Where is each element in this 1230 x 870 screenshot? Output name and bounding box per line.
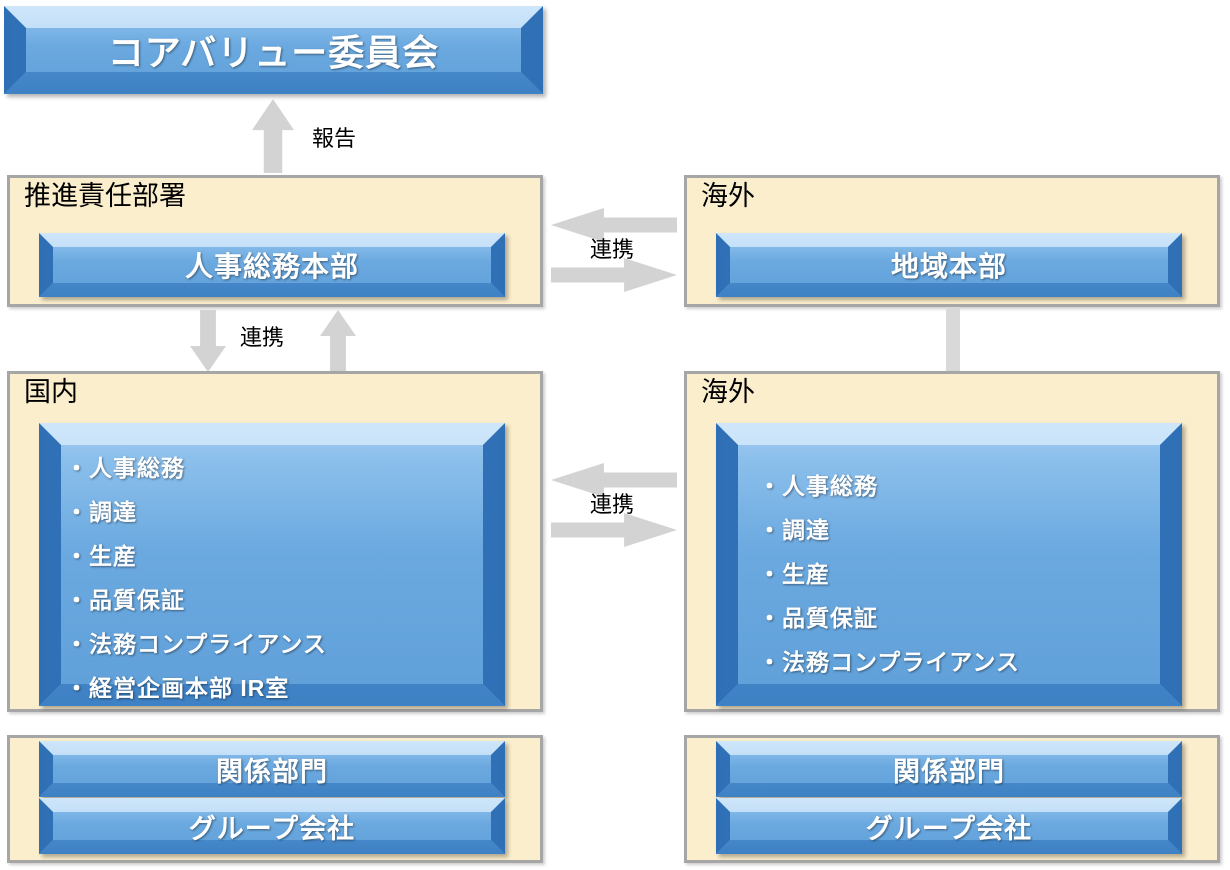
link-arrow-domestic-down (190, 310, 226, 372)
overseas-departments-box[interactable]: ・人事総務 ・調達 ・生産 ・品質保証 ・法務コンプライアンス (716, 423, 1182, 706)
domestic-departments-box[interactable]: ・人事総務 ・調達 ・生産 ・品質保証 ・法務コンプライアンス ・経営企画本部 … (39, 423, 505, 706)
list-item: ・人事総務 (758, 473, 878, 499)
list-item: ・調達 (758, 517, 830, 543)
regional-hq-label: 地域本部 (890, 251, 1007, 282)
link-arrow-hq-right (551, 258, 677, 292)
overseas-related-departments-label: 関係部門 (893, 756, 1005, 787)
overseas-hq-connector-line (946, 307, 960, 372)
list-item: ・品質保証 (65, 587, 185, 613)
list-item: ・生産 (65, 543, 137, 569)
report-arrow-label: 報告 (312, 126, 357, 151)
list-item: ・人事総務 (65, 455, 185, 481)
overseas-group-companies-box[interactable]: グループ会社 (716, 798, 1182, 854)
domestic-related-departments-box[interactable]: 関係部門 (39, 741, 505, 797)
link-arrow-lists-label: 連携 (590, 492, 635, 517)
link-arrow-domestic-label: 連携 (240, 325, 285, 350)
overseas-group-companies-label: グループ会社 (865, 813, 1033, 844)
list-item: ・品質保証 (758, 605, 878, 631)
list-item: ・法務コンプライアンス (65, 631, 327, 657)
overseas-panel-label: 海外 (701, 377, 755, 407)
link-arrow-domestic-up (320, 310, 356, 372)
core-value-committee-box[interactable]: コアバリュー委員会 (4, 6, 543, 94)
domestic-panel-label: 国内 (24, 377, 78, 407)
list-item: ・調達 (65, 499, 137, 525)
domestic-group-companies-box[interactable]: グループ会社 (39, 798, 505, 854)
list-item: ・生産 (758, 561, 830, 587)
overseas-related-departments-box[interactable]: 関係部門 (716, 741, 1182, 797)
overseas-departments-list: ・人事総務 ・調達 ・生産 ・品質保証 ・法務コンプライアンス (716, 423, 1182, 706)
list-item: ・法務コンプライアンス (758, 649, 1020, 675)
overseas-regional-hq-panel-label: 海外 (701, 181, 755, 211)
domestic-departments-list: ・人事総務 ・調達 ・生産 ・品質保証 ・法務コンプライアンス ・経営企画本部 … (39, 423, 505, 706)
link-arrow-hq-label: 連携 (590, 237, 635, 262)
link-arrow-lists-right (551, 513, 677, 547)
domestic-group-companies-label: グループ会社 (188, 813, 356, 844)
regional-hq-box[interactable]: 地域本部 (716, 233, 1182, 297)
hr-general-affairs-hq-box[interactable]: 人事総務本部 (39, 233, 505, 297)
core-value-committee-label: コアバリュー委員会 (107, 32, 440, 73)
hr-general-affairs-hq-label: 人事総務本部 (184, 251, 359, 282)
report-arrow-up (252, 99, 294, 173)
responsible-department-panel-label: 推進責任部署 (24, 181, 186, 211)
domestic-related-departments-label: 関係部門 (216, 756, 328, 787)
list-item: ・経営企画本部 IR室 (65, 675, 290, 701)
